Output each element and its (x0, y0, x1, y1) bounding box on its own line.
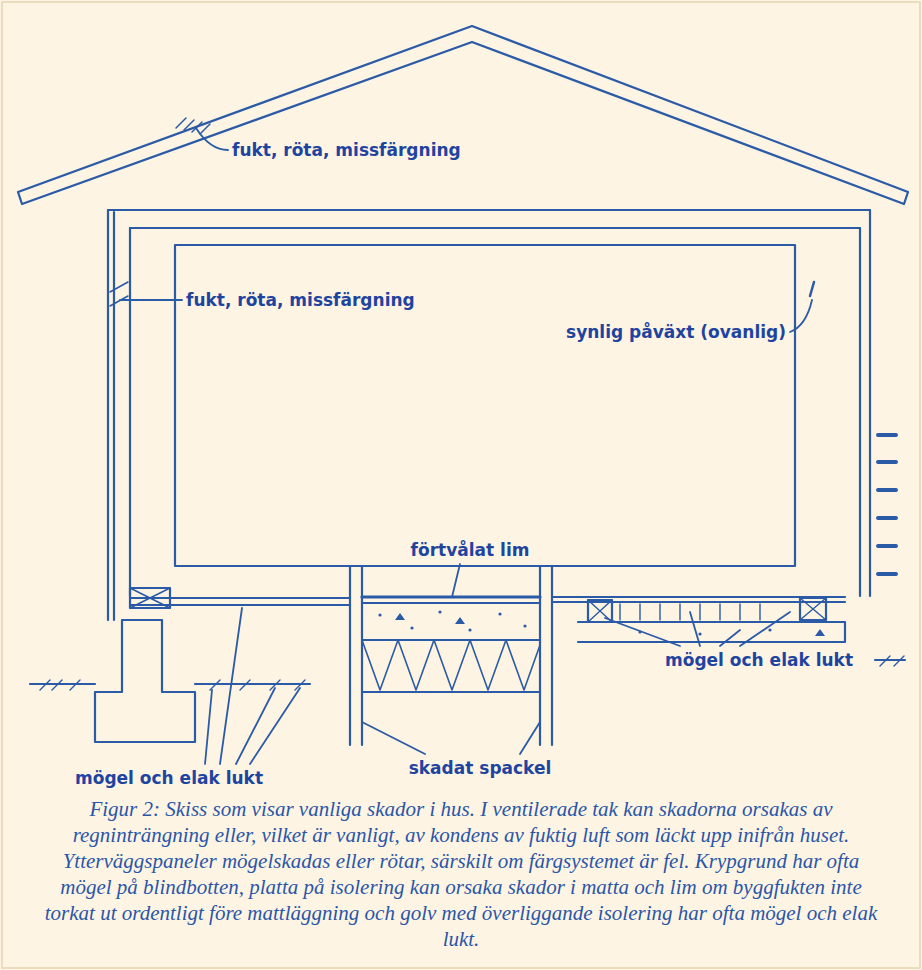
damage-label: fukt, röta, missfärgning (232, 140, 461, 160)
roof (18, 26, 908, 204)
damage-label: mögel och elak lukt (75, 768, 263, 788)
slab-right (578, 622, 845, 642)
room-outline (175, 245, 795, 566)
ground-left (30, 683, 310, 685)
glue-layer (362, 595, 540, 598)
figure-caption: Figur 2: Skiss som visar vanliga skador … (40, 796, 882, 952)
slab-layers (362, 603, 540, 692)
damage-label: mögel och elak lukt (665, 650, 853, 670)
joist-cross (800, 598, 826, 620)
leader-line (362, 722, 540, 754)
sill-beam (130, 588, 170, 608)
leader-line (205, 608, 300, 764)
joist (800, 598, 826, 620)
roof-damage-hatch (176, 118, 210, 134)
damage-label: skadat spackel (409, 758, 552, 778)
growth-mark (810, 282, 814, 296)
footing (95, 620, 195, 742)
leader-line (605, 612, 790, 646)
damage-label: synlig påväxt (ovanlig) (566, 322, 786, 342)
left-wall (108, 210, 130, 620)
ground-hatch (40, 680, 305, 690)
sill-beam-cross (130, 588, 170, 608)
insulation (362, 640, 540, 690)
damage-label: förtvålat lim (411, 540, 530, 560)
leader-line (790, 300, 812, 332)
ceiling (108, 210, 870, 228)
concrete-dots (378, 610, 526, 631)
damage-label: fukt, röta, missfärgning (186, 290, 415, 310)
ground-hatch (880, 656, 904, 666)
leader-line (196, 128, 228, 150)
siding (878, 435, 896, 574)
inner-walls (350, 566, 552, 745)
leader-line (452, 564, 460, 597)
leader-line (120, 299, 182, 301)
right-wall (860, 210, 870, 596)
concrete-dots (638, 628, 825, 636)
wall-damage-hatch (110, 282, 128, 306)
